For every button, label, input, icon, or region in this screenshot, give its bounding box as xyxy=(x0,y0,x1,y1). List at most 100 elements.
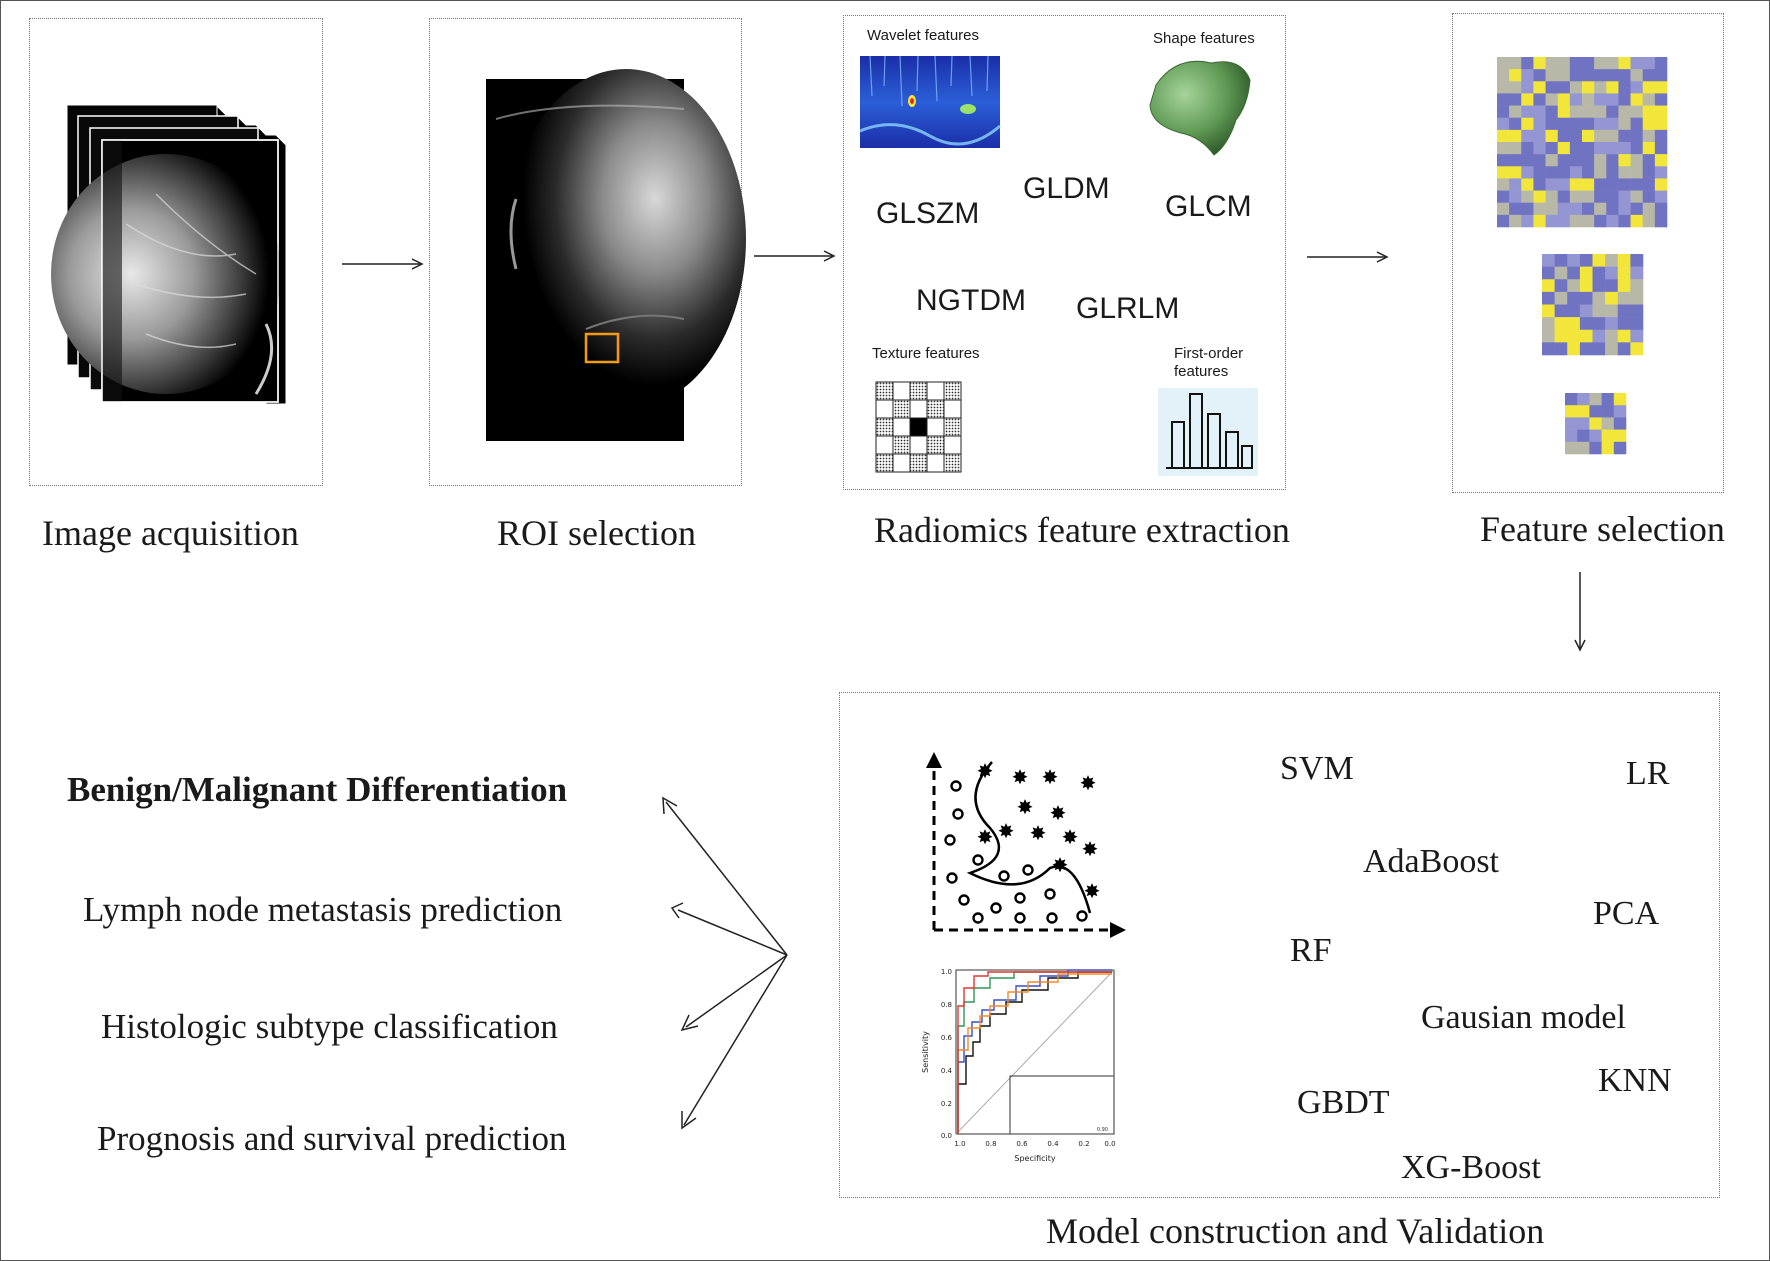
heatmap-cell xyxy=(1618,214,1631,228)
heatmap-cell xyxy=(1569,57,1583,70)
heatmap-cell xyxy=(1613,405,1627,418)
heatmap-cell xyxy=(1582,142,1595,155)
heatmap-cell xyxy=(1605,317,1619,331)
heatmap-cell xyxy=(1557,214,1571,228)
heatmap-cell xyxy=(1569,178,1583,191)
heatmap-cell xyxy=(1533,129,1546,143)
heatmap-cell xyxy=(1569,202,1583,216)
heatmap-cell xyxy=(1521,178,1534,191)
heatmap-cell xyxy=(1606,214,1619,228)
model-gausian: Gausian model xyxy=(1421,999,1626,1036)
heatmap-cell xyxy=(1606,105,1619,119)
first-order-label-2: features xyxy=(1174,363,1229,380)
heatmap-cell xyxy=(1557,166,1571,179)
heatmap-cell xyxy=(1606,81,1619,94)
wavelet-features-label: Wavelet features xyxy=(867,27,979,44)
heatmap-cell xyxy=(1569,105,1583,119)
heatmap-cell xyxy=(1605,342,1619,356)
model-knn: KNN xyxy=(1598,1062,1672,1099)
heatmap-cell xyxy=(1557,105,1571,119)
heatmap-cell xyxy=(1509,117,1522,131)
heatmap-cell xyxy=(1582,117,1595,131)
heatmap-cell xyxy=(1545,105,1559,119)
heatmap-cell xyxy=(1545,57,1559,70)
heatmap-cell xyxy=(1545,93,1559,106)
heatmap-cell xyxy=(1594,57,1607,70)
heatmap-cell xyxy=(1606,202,1619,216)
heatmap-cell xyxy=(1577,441,1590,455)
heatmap-cell xyxy=(1618,129,1631,143)
heatmap-cell xyxy=(1554,342,1568,356)
shape-features-label: Shape features xyxy=(1153,30,1255,47)
heatmap-cell xyxy=(1579,291,1593,305)
heatmap-cell xyxy=(1497,154,1510,167)
heatmap-cell xyxy=(1509,142,1522,155)
heatmap-cell xyxy=(1509,57,1522,70)
heatmap-cell xyxy=(1594,69,1607,82)
heatmap-cell xyxy=(1605,254,1619,267)
heatmap-cell xyxy=(1533,81,1546,94)
heatmap-cell xyxy=(1567,304,1581,318)
heatmap-cell xyxy=(1654,129,1668,143)
heatmap-cell xyxy=(1618,57,1631,70)
heatmap-cell xyxy=(1654,202,1668,216)
heatmap-cell xyxy=(1497,105,1510,119)
heatmap-cell xyxy=(1497,142,1510,155)
heatmap-cell xyxy=(1605,266,1619,280)
heatmap-cell xyxy=(1545,166,1559,179)
feature-extraction-label: Radiomics feature extraction xyxy=(874,510,1290,550)
heatmap-cell xyxy=(1592,329,1606,343)
heatmap-cell xyxy=(1569,129,1583,143)
heatmap-cell xyxy=(1630,105,1644,119)
heatmap-cell xyxy=(1654,178,1668,191)
heatmap-cell xyxy=(1497,69,1510,82)
heatmap-cell xyxy=(1642,117,1656,131)
heatmap-cell xyxy=(1654,93,1668,106)
heatmap-cell xyxy=(1533,202,1546,216)
heatmap-cell xyxy=(1642,190,1656,204)
heatmap-cell xyxy=(1497,57,1510,70)
heatmap-cell xyxy=(1497,93,1510,106)
heatmap-cell xyxy=(1521,142,1534,155)
model-construction-label: Model construction and Validation xyxy=(1046,1211,1545,1251)
heatmap-cell xyxy=(1630,329,1644,343)
svg-text:✸: ✸ xyxy=(1052,853,1069,877)
heatmap-cell xyxy=(1606,154,1619,167)
heatmap-cell xyxy=(1606,166,1619,179)
heatmap-cell xyxy=(1606,129,1619,143)
heatmap-cell xyxy=(1579,329,1593,343)
heatmap-cell xyxy=(1565,405,1578,418)
heatmap-cell xyxy=(1521,166,1534,179)
model-rf: RF xyxy=(1290,932,1332,969)
heatmap-cell xyxy=(1594,202,1607,216)
heatmap-cell xyxy=(1509,93,1522,106)
heatmap-cell xyxy=(1545,190,1559,204)
heatmap-cell xyxy=(1618,202,1631,216)
feature-selection-box xyxy=(1452,13,1724,493)
application-histologic: Histologic subtype classification xyxy=(101,1007,558,1046)
heatmap-cell xyxy=(1497,166,1510,179)
first-order-label-1: First-order xyxy=(1174,345,1244,362)
heatmap-cell xyxy=(1617,329,1631,343)
arrow-2 xyxy=(754,250,836,262)
heatmap-cell xyxy=(1579,266,1593,280)
heatmap-cell xyxy=(1509,190,1522,204)
heatmap-cell xyxy=(1630,178,1644,191)
heatmap-cell xyxy=(1533,178,1546,191)
heatmap-cell xyxy=(1642,214,1656,228)
heatmap-cell xyxy=(1642,142,1656,155)
heatmap-cell xyxy=(1605,329,1619,343)
heatmap-cell xyxy=(1618,105,1631,119)
heatmap-cell xyxy=(1521,69,1534,82)
svg-text:✸: ✸ xyxy=(977,825,994,849)
model-xgboost: XG-Boost xyxy=(1401,1149,1541,1186)
heatmap-cell xyxy=(1542,317,1555,331)
heatmap-cell xyxy=(1654,214,1668,228)
heatmap-cell xyxy=(1618,93,1631,106)
heatmap-cell xyxy=(1569,166,1583,179)
arrow-1 xyxy=(342,258,424,270)
heatmap-cell xyxy=(1509,129,1522,143)
roc-ylabel: Sensitivity xyxy=(921,1031,930,1073)
heatmap-cell xyxy=(1618,142,1631,155)
feature-selection-label: Feature selection xyxy=(1480,509,1725,549)
